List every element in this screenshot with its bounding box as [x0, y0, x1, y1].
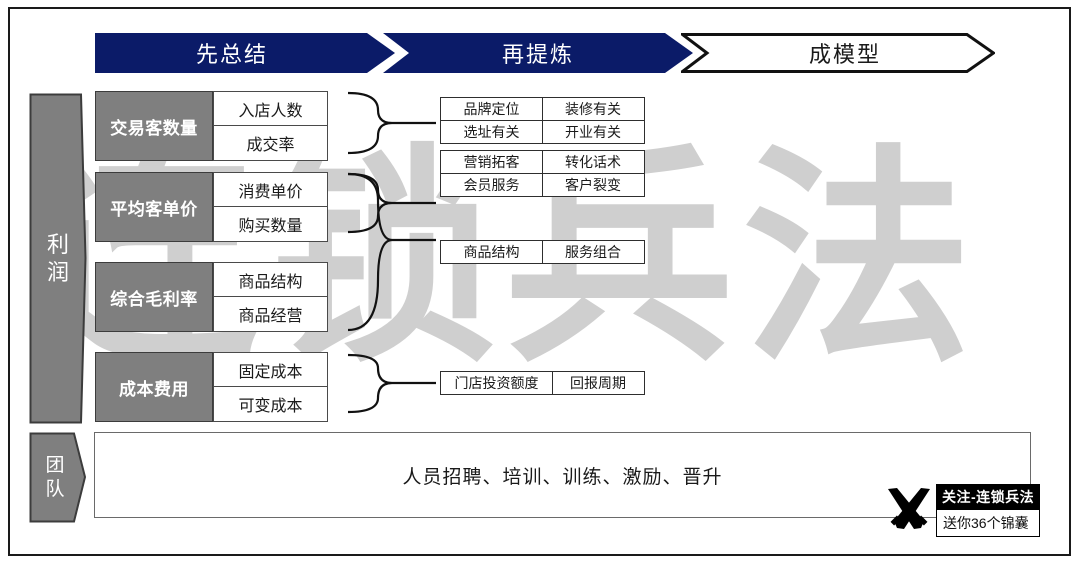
- detail-group-2: 营销拓客 转化话术 会员服务 客户裂变: [440, 150, 645, 197]
- category-group-4[interactable]: 成本费用 固定成本 可变成本: [95, 352, 328, 422]
- category-3-subs: 商品结构 商品经营: [213, 262, 328, 332]
- team-rail-shape: [29, 432, 87, 523]
- brand-logo-bottom-line: 送你36个锦囊: [936, 509, 1041, 537]
- detail-cell-1-1[interactable]: 品牌定位: [440, 97, 543, 121]
- category-3-sub-2[interactable]: 商品经营: [213, 296, 328, 332]
- category-2-sub-2[interactable]: 购买数量: [213, 206, 328, 242]
- team-content-label: 人员招聘、培训、训练、激励、晋升: [402, 466, 723, 488]
- crossed-swords-icon: [888, 488, 930, 529]
- detail-cell-1-3[interactable]: 选址有关: [440, 119, 543, 144]
- process-step-2-label: 再提炼: [501, 42, 574, 67]
- detail-group-1-row-2: 选址有关 开业有关: [440, 119, 645, 144]
- category-3-sub-1[interactable]: 商品结构: [213, 262, 328, 298]
- category-3-label: 综合毛利率: [95, 262, 213, 332]
- detail-cell-1-4[interactable]: 开业有关: [541, 119, 645, 144]
- category-2-sub-1[interactable]: 消费单价: [213, 172, 328, 208]
- category-1-sub-1[interactable]: 入店人数: [213, 91, 328, 127]
- category-4-sub-2[interactable]: 可变成本: [213, 386, 328, 422]
- process-step-2[interactable]: 再提炼: [383, 33, 693, 73]
- team-rail-char-1: 团: [45, 454, 65, 476]
- category-2-subs: 消费单价 购买数量: [213, 172, 328, 242]
- detail-group-3-row-1: 商品结构 服务组合: [440, 240, 645, 264]
- team-rail: 团 队: [29, 432, 87, 523]
- detail-group-1-row-1: 品牌定位 装修有关: [440, 97, 645, 121]
- detail-group-2-row-1: 营销拓客 转化话术: [440, 150, 645, 174]
- detail-cell-1-2[interactable]: 装修有关: [541, 97, 645, 121]
- detail-cell-3-1[interactable]: 商品结构: [440, 240, 543, 264]
- brand-logo-text: 关注-连锁兵法 送你36个锦囊: [936, 483, 1041, 537]
- brand-logo-top-line: 关注-连锁兵法: [936, 483, 1041, 510]
- category-4-label: 成本费用: [95, 352, 213, 422]
- detail-group-1: 品牌定位 装修有关 选址有关 开业有关: [440, 97, 645, 144]
- chevron-outline-shape: [681, 33, 995, 73]
- detail-cell-4-2[interactable]: 回报周期: [551, 371, 645, 395]
- detail-cell-2-2[interactable]: 转化话术: [541, 150, 645, 174]
- team-content-box[interactable]: 人员招聘、培训、训练、激励、晋升: [94, 432, 1031, 518]
- detail-cell-4-1[interactable]: 门店投资额度: [440, 371, 553, 395]
- detail-group-4: 门店投资额度 回报周期: [440, 371, 645, 395]
- category-1-sub-2[interactable]: 成交率: [213, 125, 328, 161]
- detail-cell-2-1[interactable]: 营销拓客: [440, 150, 543, 174]
- category-4-sub-1[interactable]: 固定成本: [213, 352, 328, 388]
- process-step-3[interactable]: 成模型: [681, 33, 995, 73]
- category-group-1[interactable]: 交易客数量 入店人数 成交率: [95, 91, 328, 161]
- profit-rail-shape: [29, 93, 87, 424]
- category-1-subs: 入店人数 成交率: [213, 91, 328, 161]
- profit-rail-label: 利 润: [29, 93, 87, 424]
- category-group-2[interactable]: 平均客单价 消费单价 购买数量: [95, 172, 328, 242]
- profit-rail-char-2: 润: [46, 259, 69, 285]
- category-2-label: 平均客单价: [95, 172, 213, 242]
- detail-cell-3-2[interactable]: 服务组合: [541, 240, 645, 264]
- process-header: 先总结 再提炼 成模型: [95, 33, 995, 73]
- detail-group-3: 商品结构 服务组合: [440, 240, 645, 264]
- category-4-subs: 固定成本 可变成本: [213, 352, 328, 422]
- detail-group-2-row-2: 会员服务 客户裂变: [440, 172, 645, 197]
- category-1-label: 交易客数量: [95, 91, 213, 161]
- profit-rail-char-1: 利: [46, 231, 69, 257]
- detail-group-4-row-1: 门店投资额度 回报周期: [440, 371, 645, 395]
- profit-rail: 利 润: [29, 93, 87, 424]
- process-step-1[interactable]: 先总结: [95, 33, 395, 73]
- process-step-3-label: 成模型: [808, 42, 881, 67]
- process-step-1-label: 先总结: [195, 42, 268, 67]
- team-rail-char-2: 队: [45, 478, 65, 500]
- detail-cell-2-3[interactable]: 会员服务: [440, 172, 543, 197]
- category-group-3[interactable]: 综合毛利率 商品结构 商品经营: [95, 262, 328, 332]
- detail-cell-2-4[interactable]: 客户裂变: [541, 172, 645, 197]
- brand-logo: 关注-连锁兵法 送你36个锦囊: [884, 483, 1044, 537]
- team-rail-label: 团 队: [29, 432, 81, 523]
